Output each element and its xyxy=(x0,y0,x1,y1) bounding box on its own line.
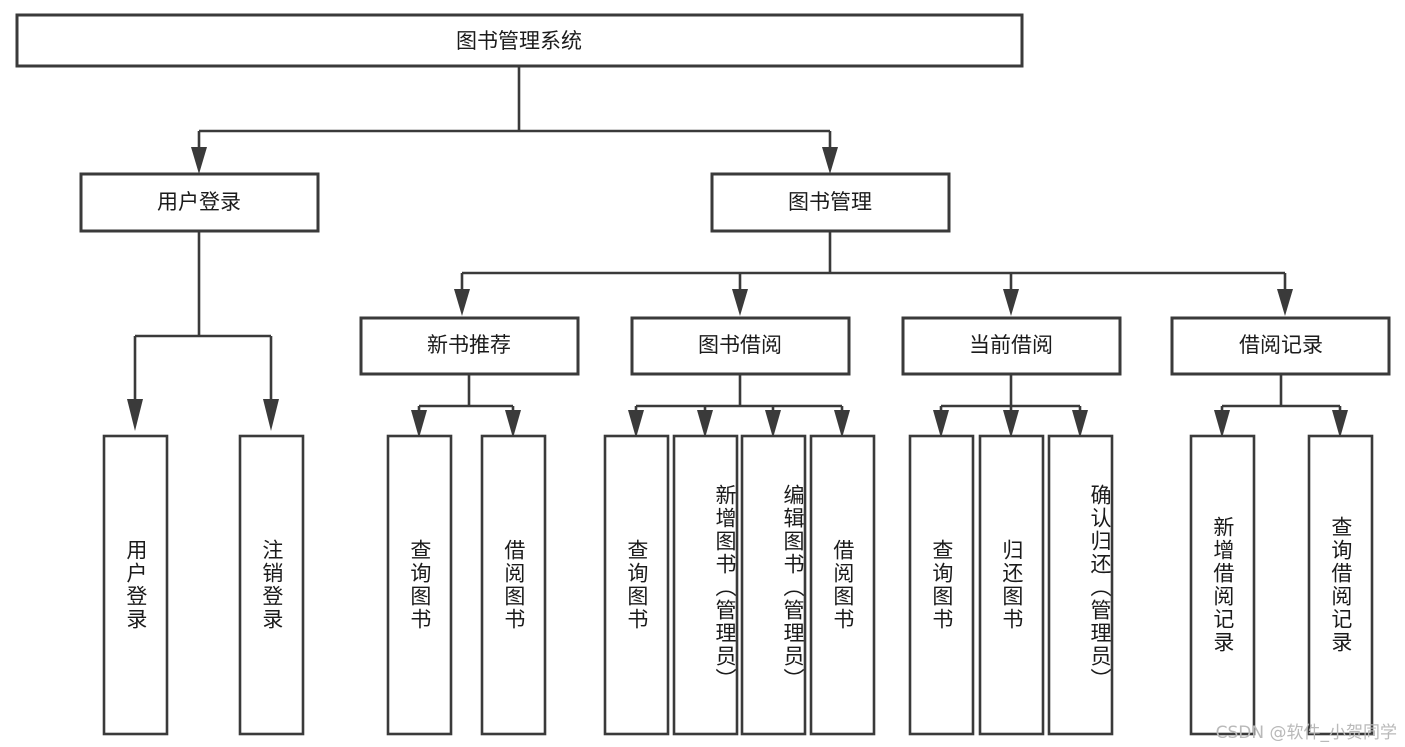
edges-newbook-to-leaves xyxy=(411,374,521,438)
node-borrow-record-label: 借阅记录 xyxy=(1239,333,1323,357)
arrow-head-icon xyxy=(628,410,644,438)
node-leaf-box-query-book-2[interactable] xyxy=(603,434,670,736)
node-new-book-recommend-label: 新书推荐 xyxy=(427,333,511,357)
node-root-box[interactable] xyxy=(15,13,1024,68)
arrow-head-icon xyxy=(834,410,850,438)
arrow-head-icon xyxy=(505,410,521,438)
edges-bookborrow-to-leaves xyxy=(628,374,850,438)
node-leaf-box-query-book-1[interactable] xyxy=(386,434,453,736)
arrow-head-icon xyxy=(454,289,470,316)
node-current-borrow-box[interactable] xyxy=(901,316,1122,376)
arrow-head-icon xyxy=(191,147,207,174)
edges-userlogin-to-leaves xyxy=(127,231,279,431)
arrow-head-icon xyxy=(1072,410,1088,438)
node-root-label: 图书管理系统 xyxy=(456,29,582,53)
node-borrow-record-box[interactable] xyxy=(1170,316,1391,376)
node-user-login-box[interactable] xyxy=(79,172,320,233)
node-leaf-box-borrow-book-2[interactable] xyxy=(809,434,876,736)
node-leaf-box-add-record[interactable] xyxy=(1189,434,1256,736)
node-book-management-box[interactable] xyxy=(710,172,951,233)
arrow-head-icon xyxy=(411,410,427,438)
edges-borrowrecord-to-leaves xyxy=(1214,374,1348,438)
arrow-head-icon xyxy=(1003,289,1019,316)
node-book-management-label: 图书管理 xyxy=(788,190,872,214)
node-book-borrow-label: 图书借阅 xyxy=(698,333,782,357)
edges-bookmgmt-to-level2 xyxy=(454,231,1293,316)
node-book-borrow[interactable]: 图书借阅 xyxy=(630,316,851,376)
edges-currentborrow-to-leaves xyxy=(933,374,1088,438)
node-leaf-box-return-book[interactable] xyxy=(978,434,1045,736)
node-new-book-recommend[interactable]: 新书推荐 xyxy=(359,316,580,376)
node-user-login[interactable]: 用户登录 xyxy=(79,172,320,233)
node-user-login-label: 用户登录 xyxy=(157,190,241,214)
arrow-head-icon xyxy=(263,399,279,431)
arrow-head-icon xyxy=(1003,410,1019,438)
node-book-management[interactable]: 图书管理 xyxy=(710,172,951,233)
arrow-head-icon xyxy=(127,399,143,431)
node-leaf-box-query-record[interactable] xyxy=(1307,434,1374,736)
arrow-head-icon xyxy=(933,410,949,438)
watermark-text: CSDN @软件_小贺同学 xyxy=(1215,723,1397,743)
node-leaf-box-confirm-return[interactable] xyxy=(1047,434,1114,736)
node-borrow-record[interactable]: 借阅记录 xyxy=(1170,316,1391,376)
node-leaf-box-user-login[interactable] xyxy=(102,434,169,736)
node-leaf-box-logout[interactable] xyxy=(238,434,305,736)
node-new-book-recommend-box[interactable] xyxy=(359,316,580,376)
edges-root-to-level1 xyxy=(191,66,838,174)
arrow-head-icon xyxy=(697,410,713,438)
node-current-borrow-label: 当前借阅 xyxy=(969,333,1053,357)
arrow-head-icon xyxy=(732,289,748,316)
arrow-head-icon xyxy=(765,410,781,438)
arrow-head-icon xyxy=(1277,289,1293,316)
arrow-head-icon xyxy=(1214,410,1230,438)
node-leaf-box-borrow-book-1[interactable] xyxy=(480,434,547,736)
arrow-head-icon xyxy=(822,147,838,174)
node-leaf-box-edit-book[interactable] xyxy=(740,434,807,736)
node-current-borrow[interactable]: 当前借阅 xyxy=(901,316,1122,376)
node-root[interactable]: 图书管理系统 xyxy=(15,13,1024,68)
node-leaf-box-query-book-3[interactable] xyxy=(908,434,975,736)
node-leaf-box-add-book[interactable] xyxy=(672,434,739,736)
arrow-head-icon xyxy=(1332,410,1348,438)
node-book-borrow-box[interactable] xyxy=(630,316,851,376)
